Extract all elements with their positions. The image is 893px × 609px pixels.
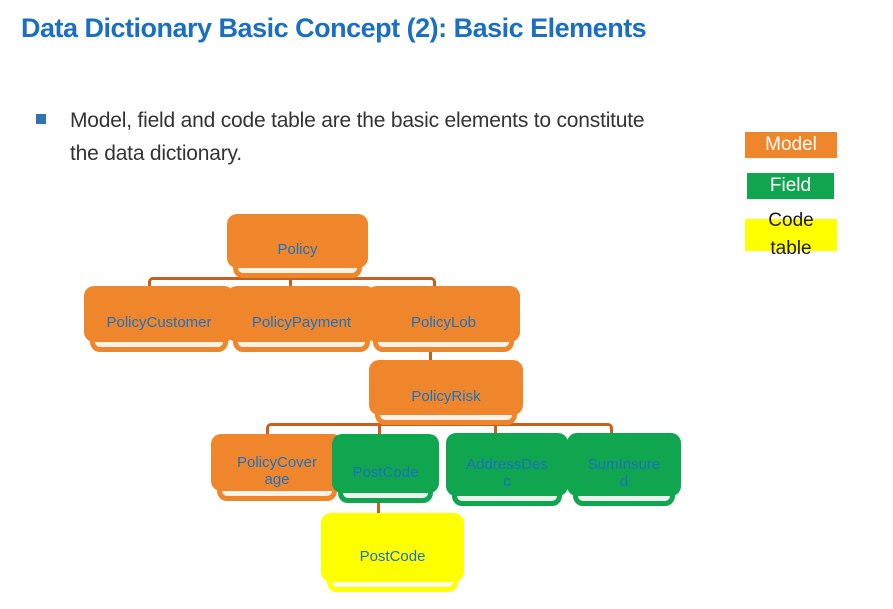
legend-field-label: Field <box>769 175 812 196</box>
node-postcode-field-label: PostCode <box>352 463 419 481</box>
page-title: Data Dictionary Basic Concept (2): Basic… <box>21 13 647 43</box>
node-policy-customer: PolicyCustomer <box>84 286 234 352</box>
node-policy-lob-label: PolicyLob <box>410 314 477 331</box>
node-sum-insured-label: SumInsure d <box>587 456 661 490</box>
node-policy-label: Policy <box>277 241 318 258</box>
node-policy-coverage: PolicyCover age <box>211 434 343 501</box>
legend-code-table: Code table <box>745 210 837 259</box>
connector-bracket-row2 <box>148 277 436 292</box>
bullet-square-icon <box>36 114 46 124</box>
node-address-desc-label: AddressDes c <box>466 456 548 490</box>
node-policy-risk: PolicyRisk <box>369 360 523 425</box>
bullet-text: Model, field and code table are the basi… <box>70 109 645 165</box>
node-policy-payment-label: PolicyPayment <box>251 314 352 331</box>
node-postcode-codetable-label: PostCode <box>359 547 426 565</box>
node-postcode-codetable: PostCode <box>321 513 464 592</box>
legend-field: Field <box>747 173 834 199</box>
legend-model: Model <box>745 132 837 158</box>
legend-code-table-label: Code table <box>768 210 814 259</box>
node-sum-insured: SumInsure d <box>567 433 681 506</box>
node-address-desc: AddressDes c <box>446 433 568 506</box>
node-policy-lob: PolicyLob <box>367 286 520 352</box>
node-policy-risk-label: PolicyRisk <box>411 387 481 405</box>
node-policy-coverage-label: PolicyCover age <box>236 454 318 488</box>
legend-model-label: Model <box>765 134 817 155</box>
node-policy: Policy <box>227 214 368 278</box>
connector-drop-postcode <box>378 423 381 436</box>
connector-policylob-to-policyrisk <box>429 344 432 362</box>
node-policy-customer-label: PolicyCustomer <box>106 314 212 331</box>
node-postcode-field: PostCode <box>332 434 439 503</box>
connector-postcode-to-codetable <box>377 494 380 517</box>
node-policy-payment: PolicyPayment <box>227 286 376 352</box>
connector-drop-addressdesc <box>494 423 497 436</box>
